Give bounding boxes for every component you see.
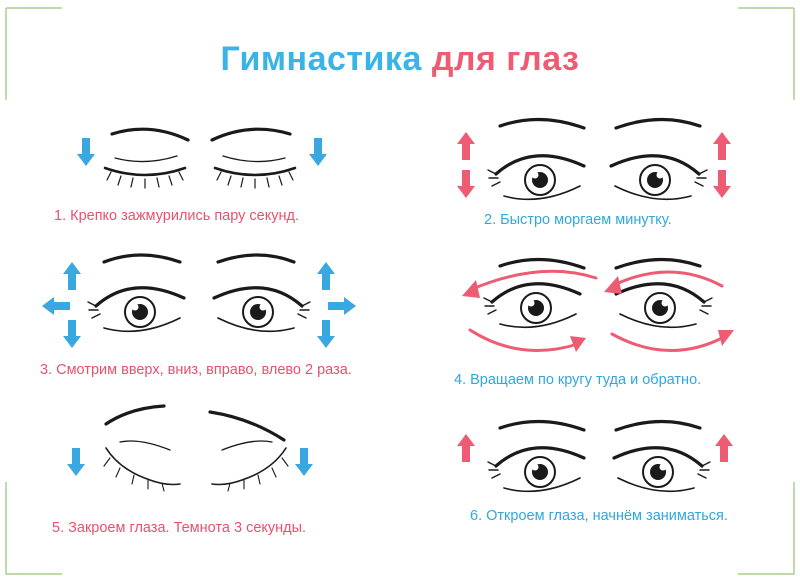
arrow-left-icon xyxy=(42,297,70,315)
arrow-down-icon xyxy=(63,320,81,348)
exercise-3-illustration xyxy=(42,253,356,348)
arrow-down-icon xyxy=(713,170,731,198)
exercise-2-caption: 2. Быстро моргаем минутку. xyxy=(484,212,672,228)
arrow-down-icon xyxy=(309,138,327,166)
exercise-4-caption: 4. Вращаем по кругу туда и обратно. xyxy=(454,372,702,388)
title-part-2: для глаз xyxy=(431,40,580,78)
arrow-down-icon xyxy=(77,138,95,166)
exercise-6-caption: 6. Откроем глаза, начнём заниматься. xyxy=(470,508,728,524)
arrow-up-icon xyxy=(457,132,475,160)
rotate-arrow-icon xyxy=(468,269,598,292)
title-part-1: Гимнастика xyxy=(220,40,422,78)
arrow-down-icon xyxy=(317,320,335,348)
rotate-arrow-icon xyxy=(610,332,728,352)
arrow-up-icon xyxy=(63,262,81,290)
exercise-2-illustration xyxy=(457,117,731,201)
arrow-down-icon xyxy=(457,170,475,198)
arrow-up-icon xyxy=(713,132,731,160)
exercise-1-caption: 1. Крепко зажмурились пару секунд. xyxy=(54,208,299,224)
poster-title: Гимнастика для глаз xyxy=(0,40,800,79)
arrow-right-icon xyxy=(328,297,356,315)
rotate-arrow-icon xyxy=(468,328,580,352)
corner-marks xyxy=(5,7,795,575)
exercise-4-illustration xyxy=(462,257,734,352)
arrow-up-icon xyxy=(457,434,475,462)
arrow-up-icon xyxy=(317,262,335,290)
exercise-1-illustration xyxy=(77,127,327,190)
rotate-arrow-icon xyxy=(610,270,724,288)
arrow-up-icon xyxy=(715,434,733,462)
exercise-5-illustration xyxy=(67,404,313,492)
arrow-down-icon xyxy=(67,448,85,476)
exercise-5-caption: 5. Закроем глаза. Темнота 3 секунды. xyxy=(52,520,307,536)
arrow-down-icon xyxy=(295,448,313,476)
exercise-3-caption: 3. Смотрим вверх, вниз, вправо, влево 2 … xyxy=(40,362,352,378)
exercise-6-illustration xyxy=(457,419,733,493)
